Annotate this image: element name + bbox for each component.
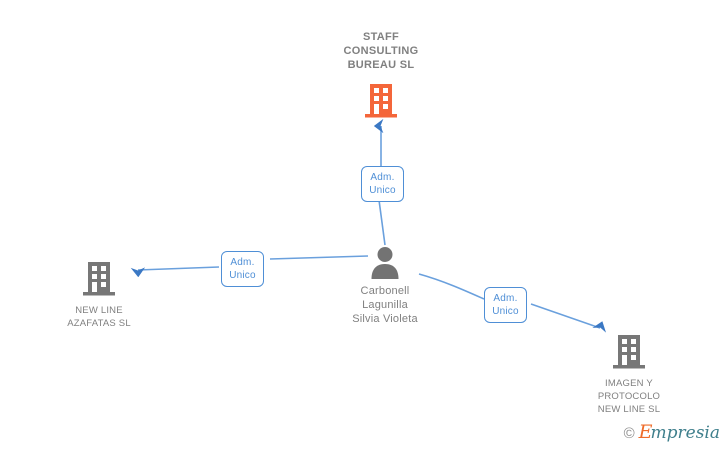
person-icon [371,247,399,279]
node-company-right[interactable]: IMAGEN Y PROTOCOLO NEW LINE SL [570,333,688,416]
brand-initial: E [638,421,653,443]
focus-company-label: STAFF CONSULTING BUREAU SL [343,31,419,71]
building-icon [83,262,115,296]
building-icon [613,335,645,369]
relation-label-top[interactable]: Adm. Unico [361,166,404,202]
edge-person-to-rel-left [269,255,369,260]
person-label: Carbonell Lagunilla Silvia Violeta [352,285,418,325]
node-company-left[interactable]: NEW LINE AZAFATAS SL [40,260,158,330]
watermark-empresia: © Empresia [624,423,720,443]
brand-name: mpresia [650,423,721,443]
company-right-label: IMAGEN Y PROTOCOLO NEW LINE SL [597,378,661,415]
building-icon [365,84,397,118]
relation-label-left[interactable]: Adm. Unico [221,251,264,287]
edge-person-to-rel-right [418,273,485,300]
relation-label-right[interactable]: Adm. Unico [484,287,527,323]
node-focus-company[interactable]: STAFF CONSULTING BUREAU SL [317,30,445,118]
edge-person-to-rel-top [378,199,386,246]
edge-rel-right-to-company [530,303,607,333]
edge-rel-left-to-company [130,266,220,278]
copyright-symbol: © [623,424,635,442]
node-person[interactable]: Carbonell Lagunilla Silvia Violeta [330,245,440,326]
company-left-label: NEW LINE AZAFATAS SL [67,305,131,329]
